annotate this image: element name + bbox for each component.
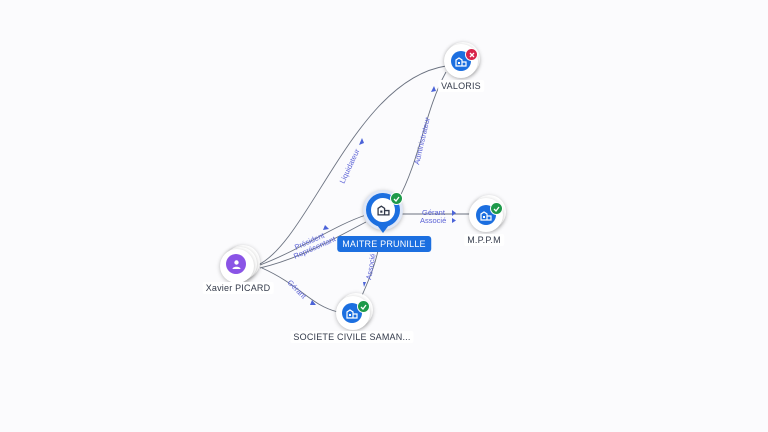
status-error-icon — [465, 48, 478, 61]
node-label-valoris[interactable]: VALORIS — [438, 80, 484, 92]
node-mppm[interactable] — [467, 194, 507, 234]
status-ok-icon — [390, 192, 403, 205]
node-label-maitre-prunille[interactable]: MAITRE PRUNILLE — [337, 236, 431, 252]
edge-label-liquidateur: Liquidateur — [338, 147, 362, 185]
node-label-societe-civile[interactable]: SOCIETE CIVILE SAMAN... — [290, 331, 414, 343]
node-label-mppm[interactable]: M.P.P.M — [464, 234, 504, 246]
arrow-icon — [359, 138, 364, 145]
edge-label-associe-mppm: Associé — [420, 216, 446, 225]
edge-label-associe-societe: Associé — [364, 253, 377, 280]
status-ok-icon — [490, 202, 503, 215]
arrow-icon — [363, 282, 366, 287]
arrow-icon — [323, 225, 329, 230]
status-ok-icon — [357, 300, 370, 313]
node-maitre-prunille[interactable] — [358, 187, 408, 237]
node-valoris[interactable] — [442, 40, 482, 80]
person-icon — [226, 254, 246, 274]
edge-label-administrateur: Administrateur — [412, 116, 432, 166]
arrow-icon — [431, 86, 436, 92]
node-label-xavier-picard[interactable]: Xavier PICARD — [202, 282, 274, 294]
arrow-icon — [452, 218, 456, 223]
edge-mppm: Gérant Associé — [398, 208, 472, 225]
pin-tip — [377, 225, 389, 233]
edge-label-gerant-mppm: Gérant — [422, 208, 446, 217]
node-societe-civile[interactable] — [334, 292, 374, 332]
edge-label-gerant-societe: Gérant — [286, 278, 309, 301]
arrow-icon — [310, 300, 316, 305]
node-xavier-picard[interactable] — [218, 242, 262, 286]
edge-gerant-societe: Gérant — [261, 267, 339, 313]
arrow-icon — [452, 210, 456, 216]
